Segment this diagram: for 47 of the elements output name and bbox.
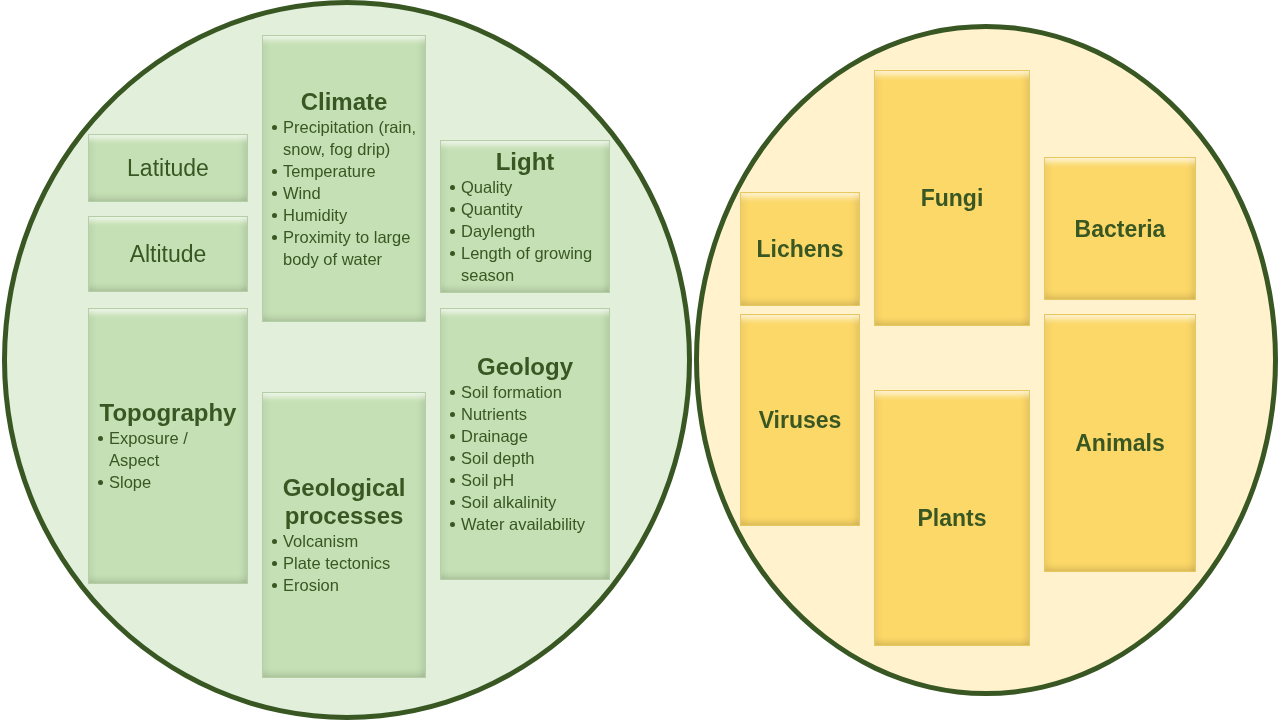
box-heading: Geological processes — [281, 474, 407, 530]
bullet-item: Soil formation — [448, 381, 562, 403]
box-label: Latitude — [127, 154, 209, 182]
bullet-item: Soil alkalinity — [448, 491, 557, 513]
bullet-item: Quality — [448, 175, 513, 198]
category-box — [1044, 157, 1196, 300]
bullet-item: Drainage — [448, 425, 528, 447]
bullet-item: Quantity — [448, 197, 523, 220]
bullet-item: Precipitation (rain, snow, fog drip) — [270, 115, 418, 160]
bullet-item: Soil depth — [448, 447, 535, 469]
category-box — [88, 308, 248, 584]
bullet-item: Soil pH — [448, 469, 515, 491]
bullet-item: Exposure / Aspect — [96, 427, 240, 471]
category-box — [1044, 314, 1196, 572]
category-box — [440, 140, 610, 293]
category-box — [740, 192, 860, 306]
bullet-item: Humidity — [270, 203, 348, 226]
box-heading: Geology — [477, 353, 573, 381]
bullet-item: Nutrients — [448, 403, 528, 425]
category-box — [88, 134, 248, 202]
category-box — [88, 216, 248, 292]
box-label: Plants — [917, 504, 987, 532]
box-label: Lichens — [756, 235, 844, 263]
category-box — [874, 390, 1030, 646]
category-box — [440, 308, 610, 580]
category-box — [874, 70, 1030, 326]
bullet-item: Proximity to large body of water — [270, 225, 418, 270]
box-label: Viruses — [758, 406, 842, 434]
bullet-item: Temperature — [270, 159, 376, 182]
category-box — [262, 392, 426, 678]
bullet-item: Water availability — [448, 513, 586, 535]
box-heading: Light — [495, 147, 555, 176]
bullet-item: Slope — [96, 471, 152, 493]
box-heading: Climate — [300, 87, 388, 116]
bullet-item: Erosion — [270, 574, 339, 596]
bullet-item: Plate tectonics — [270, 552, 391, 574]
box-label: Bacteria — [1074, 214, 1166, 243]
box-label: Animals — [1075, 429, 1165, 457]
bullet-item: Length of growing season — [448, 241, 602, 286]
box-heading: Topography — [99, 399, 237, 427]
box-label: Fungi — [920, 184, 984, 212]
category-box — [262, 35, 426, 322]
bullet-item: Volcanism — [270, 530, 359, 552]
bullet-item: Wind — [270, 181, 321, 204]
box-label: Altitude — [129, 240, 207, 268]
category-box — [740, 314, 860, 526]
bullet-item: Daylength — [448, 219, 536, 242]
